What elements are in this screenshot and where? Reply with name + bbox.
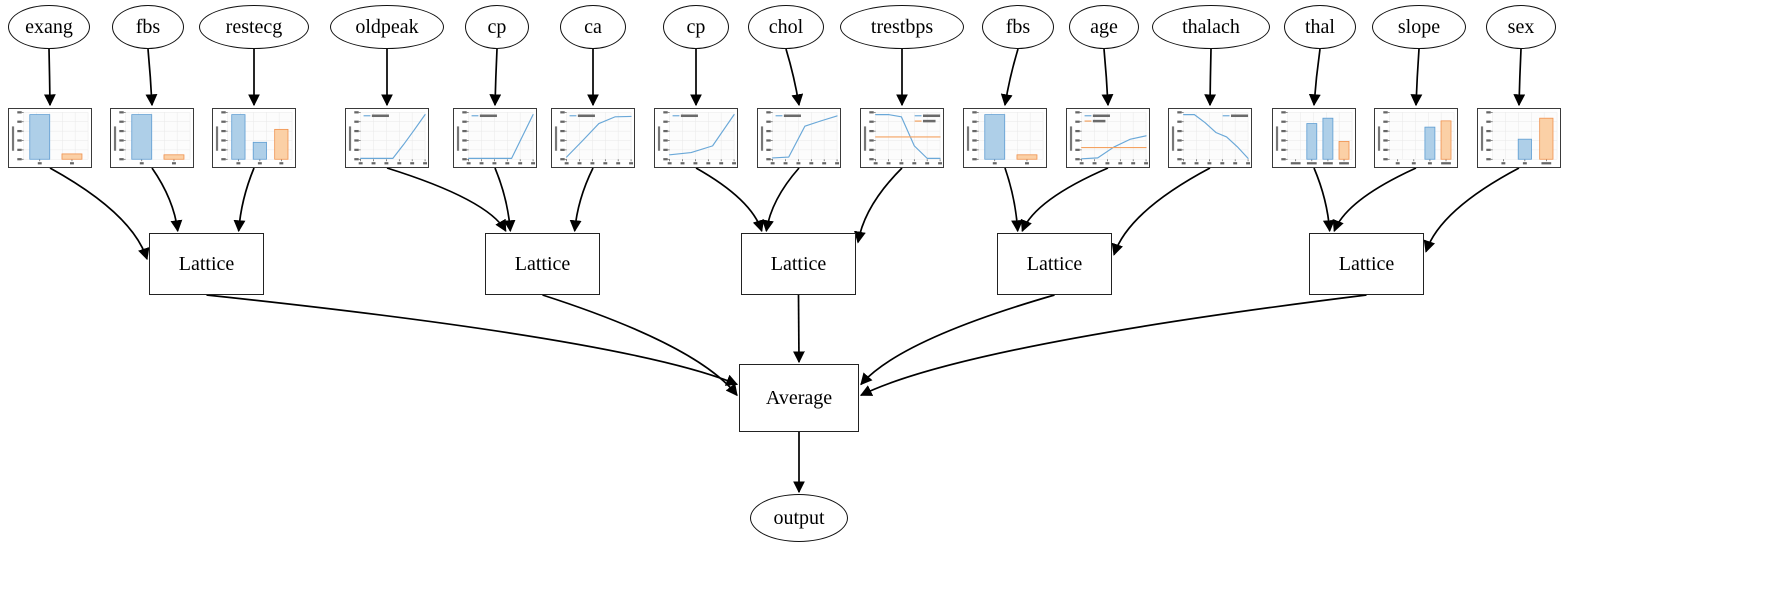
- feature-label: trestbps: [870, 16, 934, 38]
- edge: [386, 167, 507, 233]
- calibrator-chart-thalach-11: [1168, 108, 1252, 168]
- edge: [1332, 167, 1417, 233]
- edge: [151, 167, 183, 233]
- feature-label: thal: [1305, 16, 1335, 38]
- feature-node-thal-12[interactable]: thal: [1284, 5, 1356, 49]
- edge: [494, 167, 516, 233]
- edge: [1004, 167, 1023, 233]
- edge: [859, 294, 1367, 397]
- calibrator-chart-restecg-2: [212, 108, 296, 168]
- feature-label: ca: [584, 16, 602, 38]
- average-label: Average: [765, 387, 833, 409]
- feature-node-ca-5[interactable]: ca: [560, 5, 626, 49]
- calibrator-chart-trestbps-8: [860, 108, 944, 168]
- edge: [43, 48, 56, 107]
- calibrator-chart-slope-13: [1374, 108, 1458, 168]
- edge: [792, 294, 805, 364]
- feature-label: sex: [1507, 16, 1535, 38]
- feature-label: age: [1090, 16, 1118, 38]
- calibrator-chart-sex-14: [1477, 108, 1561, 168]
- feature-label: chol: [768, 16, 804, 38]
- calibrator-chart-fbs-9: [963, 108, 1047, 168]
- lattice-label: Lattice: [1338, 253, 1395, 275]
- edge: [1313, 167, 1335, 233]
- edge: [145, 48, 158, 107]
- lattice-node-0[interactable]: Lattice: [149, 233, 264, 295]
- edge: [1308, 48, 1321, 107]
- feature-label: thalach: [1182, 16, 1240, 38]
- calibrator-chart-thal-12: [1272, 108, 1356, 168]
- feature-label: fbs: [135, 16, 161, 38]
- feature-label: fbs: [1005, 16, 1031, 38]
- feature-node-age-10[interactable]: age: [1069, 5, 1139, 49]
- feature-node-fbs-9[interactable]: fbs: [982, 5, 1054, 49]
- feature-node-thalach-11[interactable]: thalach: [1152, 5, 1270, 49]
- edge: [1000, 48, 1019, 107]
- edge: [860, 294, 1055, 386]
- feature-node-cp-4[interactable]: cp: [465, 5, 529, 49]
- edge: [1423, 167, 1520, 253]
- edge: [49, 167, 150, 261]
- output-node[interactable]: output: [750, 494, 848, 542]
- lattice-label: Lattice: [178, 253, 235, 275]
- feature-label: cp: [487, 16, 507, 38]
- calibrator-chart-chol-7: [757, 108, 841, 168]
- feature-label: exang: [25, 16, 73, 38]
- calibrator-chart-cp-6: [654, 108, 738, 168]
- edge: [1513, 48, 1526, 107]
- lattice-node-4[interactable]: Lattice: [1309, 233, 1424, 295]
- edge: [1410, 48, 1423, 107]
- lattice-node-3[interactable]: Lattice: [997, 233, 1112, 295]
- calibrator-chart-exang-0: [8, 108, 92, 168]
- feature-label: cp: [686, 16, 706, 38]
- edge: [1111, 167, 1211, 256]
- edge: [569, 167, 594, 233]
- lattice-label: Lattice: [770, 253, 827, 275]
- lattice-label: Lattice: [514, 253, 571, 275]
- edge: [695, 167, 765, 233]
- calibrator-chart-cp-4: [453, 108, 537, 168]
- output-label: output: [773, 507, 825, 529]
- lattice-label: Lattice: [1026, 253, 1083, 275]
- edge: [1101, 48, 1114, 107]
- edge: [206, 294, 739, 386]
- feature-node-chol-7[interactable]: chol: [748, 5, 824, 49]
- edge: [233, 167, 255, 233]
- feature-node-oldpeak-3[interactable]: oldpeak: [330, 5, 444, 49]
- feature-label: restecg: [225, 16, 283, 38]
- feature-node-slope-13[interactable]: slope: [1372, 5, 1466, 49]
- edge: [854, 167, 903, 244]
- lattice-node-2[interactable]: Lattice: [741, 233, 856, 295]
- edge: [762, 167, 800, 233]
- edge: [1204, 48, 1217, 107]
- calibrator-chart-ca-5: [551, 108, 635, 168]
- average-node[interactable]: Average: [739, 364, 859, 432]
- edge: [489, 48, 502, 107]
- edge: [1020, 167, 1109, 233]
- feature-label: oldpeak: [355, 16, 419, 38]
- feature-node-restecg-2[interactable]: restecg: [199, 5, 309, 49]
- calibrator-chart-age-10: [1066, 108, 1150, 168]
- feature-node-fbs-1[interactable]: fbs: [112, 5, 184, 49]
- feature-node-trestbps-8[interactable]: trestbps: [840, 5, 964, 49]
- calibrator-chart-fbs-1: [110, 108, 194, 168]
- lattice-node-1[interactable]: Lattice: [485, 233, 600, 295]
- feature-label: slope: [1397, 16, 1441, 38]
- feature-node-sex-14[interactable]: sex: [1486, 5, 1556, 49]
- feature-node-cp-6[interactable]: cp: [663, 5, 729, 49]
- calibrator-chart-oldpeak-3: [345, 108, 429, 168]
- feature-node-exang-0[interactable]: exang: [8, 5, 90, 49]
- edge: [785, 48, 804, 107]
- edge: [542, 294, 738, 397]
